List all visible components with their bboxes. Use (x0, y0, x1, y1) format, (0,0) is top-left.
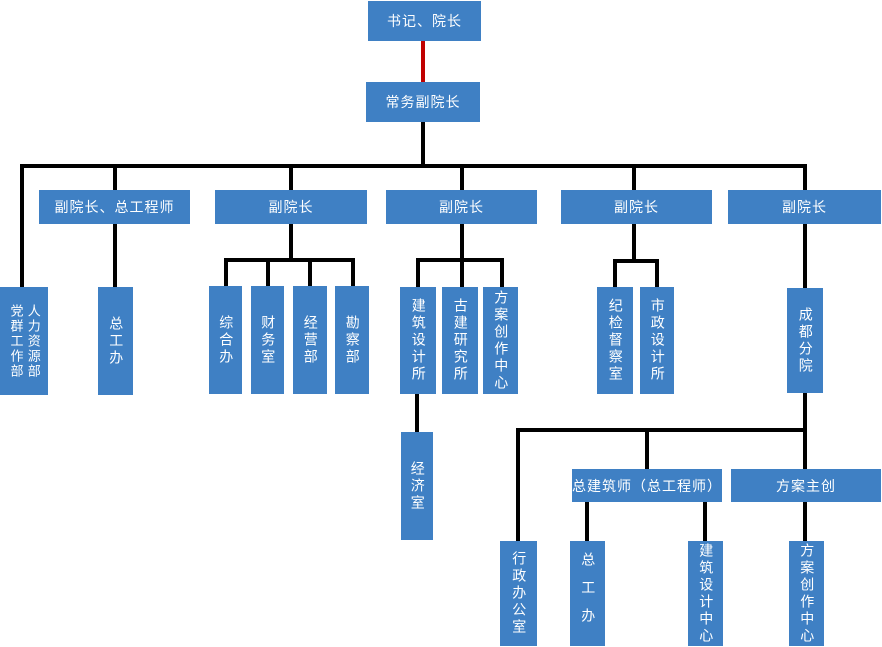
node-scheme-creation-center[interactable]: 方案创作中心 (483, 287, 518, 394)
connector-line (460, 168, 464, 190)
connector-line (113, 224, 117, 287)
node-vice-dean-3[interactable]: 副院长 (386, 190, 537, 224)
node-label: 副院长 (782, 199, 827, 215)
node-label: 副院长、总工程师 (54, 199, 175, 215)
connector-line (416, 258, 420, 287)
connector-line (421, 122, 425, 168)
node-executive-vice-dean[interactable]: 常务副院长 (366, 82, 480, 122)
connector-line (266, 258, 270, 287)
node-label: 经营部 (302, 314, 319, 366)
root-connector-line (421, 41, 425, 82)
node-label: 副院长 (268, 199, 314, 215)
node-vice-dean-5[interactable]: 副院长 (728, 190, 881, 224)
connector-line (613, 259, 659, 263)
node-architecture-design-center[interactable]: 建筑设计中心 (688, 541, 723, 646)
node-secretary-dean[interactable]: 书记、院长 (368, 1, 481, 41)
node-party-mass-and-hr-dept[interactable]: 党群工作部 人力资源部 (0, 287, 48, 395)
node-label: 建筑设计中心 (698, 542, 715, 645)
connector-line (415, 394, 419, 432)
node-label: 总建筑师（总工程师） (572, 477, 722, 494)
node-scheme-creation-center-branch[interactable]: 方案创作中心 (789, 541, 824, 646)
node-label: 勘察部 (344, 314, 361, 366)
connector-line (460, 224, 464, 260)
connector-line (803, 168, 807, 190)
node-finance-office[interactable]: 财务室 (251, 286, 284, 394)
node-label: 市政设计所 (649, 298, 666, 383)
connector-line (613, 259, 617, 287)
node-chengdu-branch[interactable]: 成都分院 (787, 288, 823, 393)
node-chief-architect[interactable]: 总建筑师（总工程师） (572, 469, 722, 502)
node-operations-dept[interactable]: 经营部 (293, 286, 327, 394)
node-scheme-lead[interactable]: 方案主创 (731, 469, 881, 502)
node-vice-dean-4[interactable]: 副院长 (561, 190, 712, 224)
connector-line (632, 224, 636, 261)
connector-line (224, 258, 228, 287)
connector-line (516, 428, 520, 541)
node-label: 常务副院长 (385, 94, 461, 110)
node-label: 副院长 (614, 199, 659, 215)
connector-line (308, 258, 312, 287)
node-label: 书记、院长 (387, 13, 462, 29)
node-label: 方案创作中心 (493, 289, 510, 392)
node-label: 古建研究所 (452, 298, 469, 383)
node-survey-dept[interactable]: 勘察部 (335, 286, 369, 394)
node-label: 财务室 (260, 314, 277, 366)
node-ancient-architecture-institute[interactable]: 古建研究所 (442, 287, 478, 394)
node-discipline-inspection-office[interactable]: 纪检督察室 (597, 287, 633, 394)
connector-line (703, 502, 707, 541)
node-vice-dean-chief-engineer[interactable]: 副院长、总工程师 (39, 190, 190, 224)
connector-line (655, 259, 659, 287)
node-label: 总工办 (108, 315, 125, 367)
connector-line (500, 258, 504, 287)
connector-line (632, 168, 636, 190)
node-label: 方案主创 (776, 477, 836, 494)
node-label: 党群工作部 (8, 303, 24, 379)
node-label: 综合办 (218, 314, 235, 366)
node-label: 建筑设计所 (410, 298, 427, 383)
connector-line (585, 502, 589, 541)
node-label: 成都分院 (797, 306, 814, 375)
node-economy-office[interactable]: 经济室 (401, 432, 433, 540)
node-municipal-design-institute[interactable]: 市政设计所 (640, 287, 674, 394)
node-label: 经济室 (409, 460, 426, 512)
connector-line (289, 224, 293, 260)
connector-line (803, 428, 807, 469)
node-label: 副院长 (439, 199, 484, 215)
connector-line (803, 393, 807, 428)
connector-line (289, 168, 293, 190)
connector-line (20, 164, 807, 168)
node-vice-dean-2[interactable]: 副院长 (215, 190, 367, 224)
node-label: 行政办公室 (511, 551, 528, 636)
connector-line (645, 428, 649, 469)
node-label: 人力资源部 (25, 303, 41, 379)
connector-line (20, 164, 24, 287)
connector-line (224, 258, 355, 262)
node-label: 纪检督察室 (607, 298, 624, 383)
node-general-office[interactable]: 综合办 (209, 286, 242, 394)
node-architecture-design-institute[interactable]: 建筑设计所 (400, 287, 436, 394)
node-chief-engineer-office-branch[interactable]: 总工办 (570, 541, 605, 646)
connector-line (803, 224, 807, 288)
connector-line (351, 258, 355, 287)
connector-line (803, 502, 807, 541)
connector-line (113, 168, 117, 190)
node-label: 总工办 (580, 551, 597, 636)
connector-line (516, 428, 807, 432)
node-chief-engineer-office[interactable]: 总工办 (98, 287, 133, 395)
node-admin-office[interactable]: 行政办公室 (500, 541, 537, 646)
node-label: 方案创作中心 (799, 542, 816, 645)
connector-line (460, 258, 464, 287)
